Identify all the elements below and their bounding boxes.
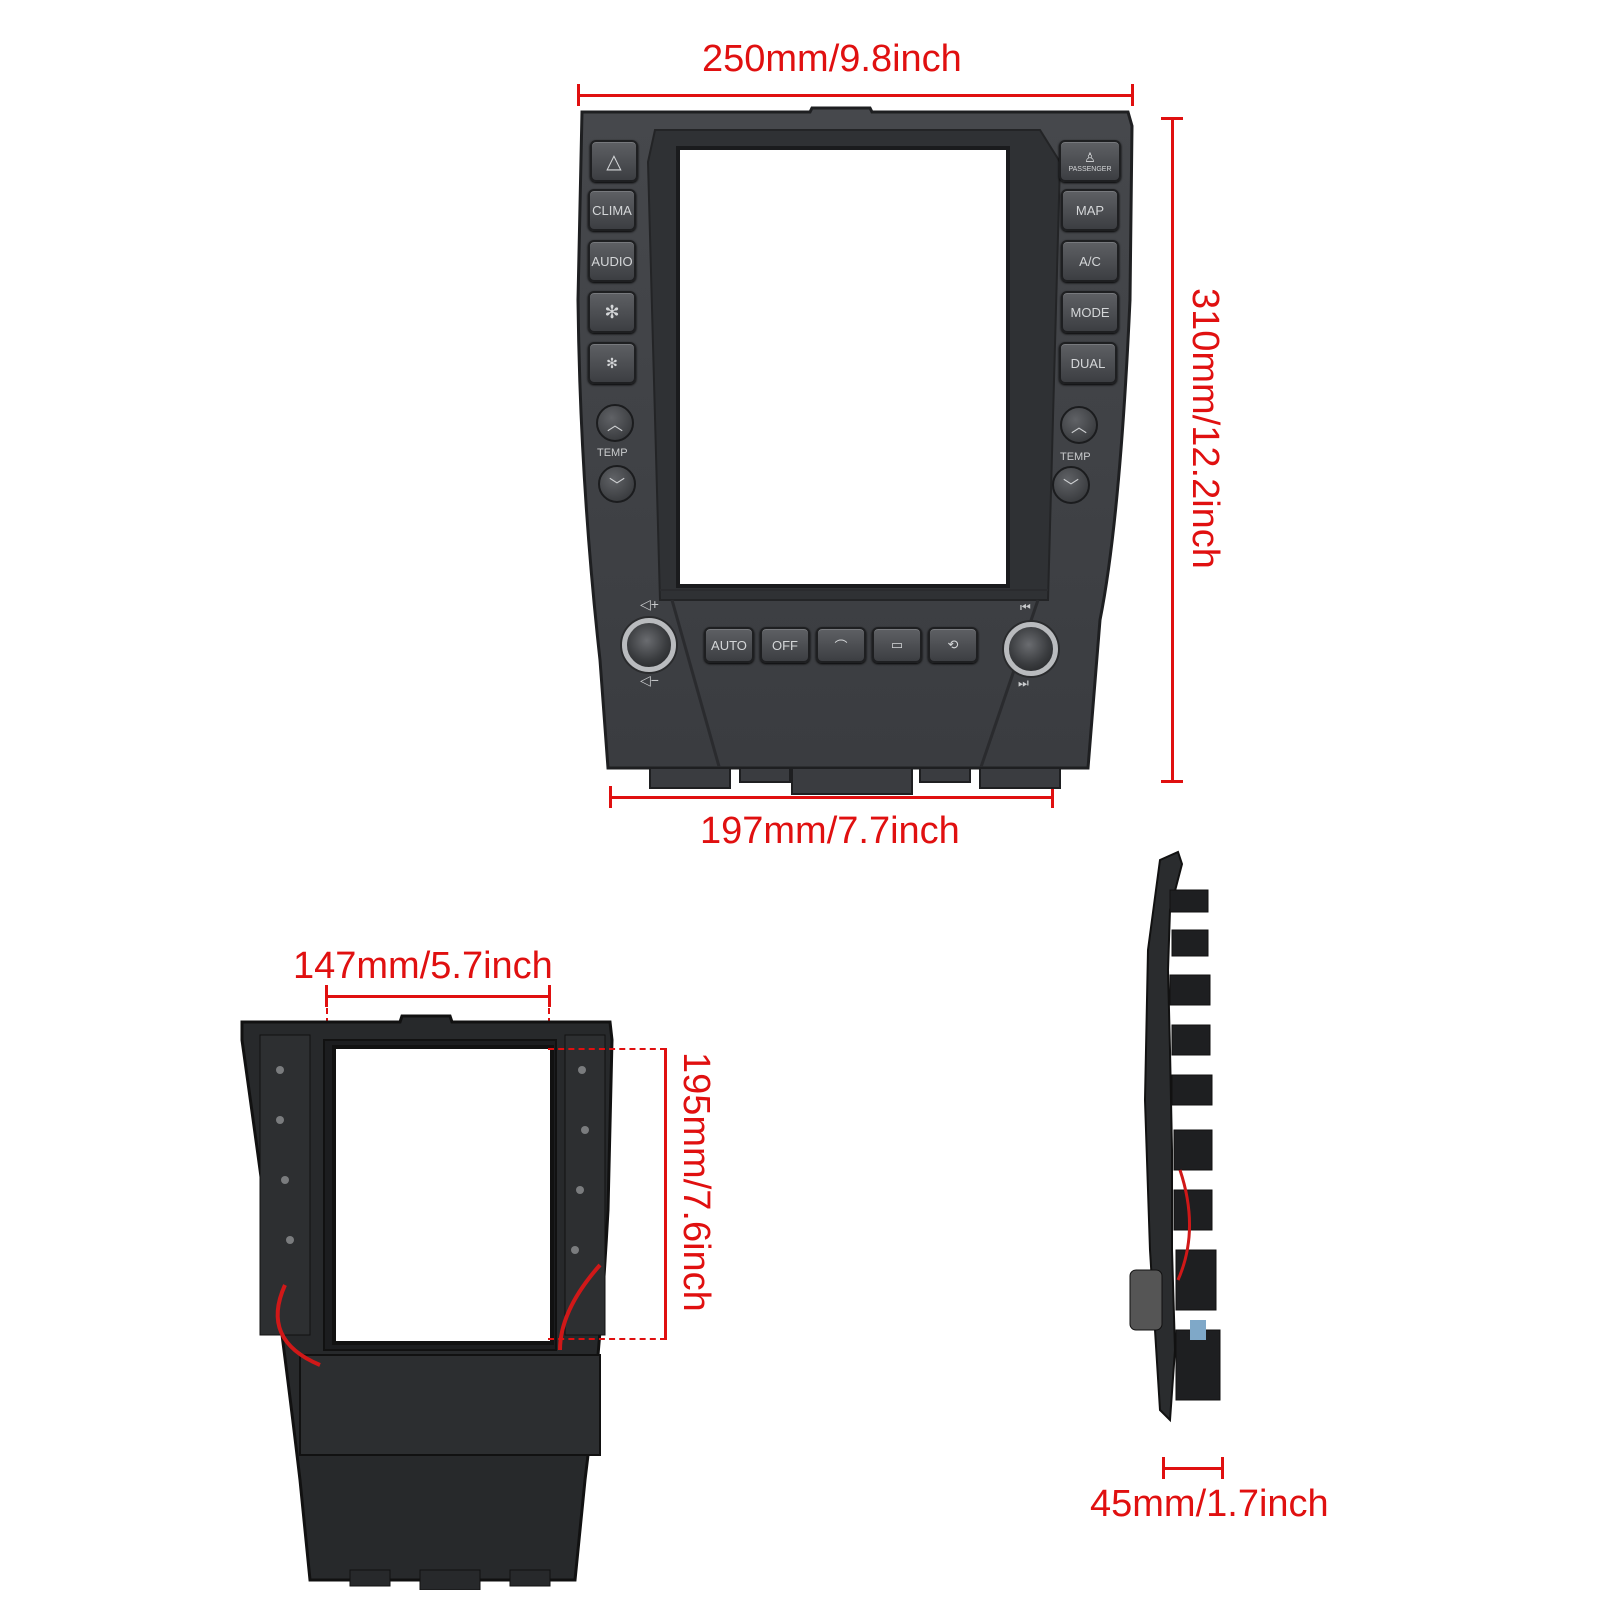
front-defrost-button[interactable]: ⌒	[816, 627, 866, 663]
skip-forward-icon: ⏭	[1018, 676, 1029, 690]
hazard-icon: △	[606, 150, 622, 173]
height-label: 310mm/12.2inch	[1184, 288, 1226, 569]
side-panel	[1129, 850, 1221, 1423]
fan-low-icon: ✻	[606, 354, 618, 371]
temp-down-right-button[interactable]: ﹀	[1052, 466, 1090, 504]
chevron-up-icon: ︿	[1070, 419, 1087, 436]
temp-down-left-button[interactable]: ﹀	[598, 465, 636, 503]
screen-height-label: 195mm/7.6inch	[675, 1052, 717, 1312]
screen-height-line	[664, 1048, 667, 1340]
fan-low-button[interactable]: ✻	[588, 342, 636, 384]
bottom-width-label: 197mm/7.7inch	[700, 810, 960, 852]
chevron-down-icon: ﹀	[1062, 479, 1079, 496]
volume-knob[interactable]	[622, 618, 676, 672]
top-width-line	[578, 94, 1134, 97]
off-button[interactable]: OFF	[760, 627, 810, 663]
map-button[interactable]: MAP	[1061, 189, 1119, 231]
chevron-down-icon: ﹀	[608, 478, 625, 495]
bottom-width-line	[610, 796, 1053, 799]
side-view: 45mm/1.7inch	[1050, 840, 1600, 1600]
screen-opening	[676, 146, 1010, 588]
depth-label: 45mm/1.7inch	[1090, 1483, 1329, 1525]
chevron-up-icon: ︿	[606, 417, 623, 434]
screen-width-line	[326, 995, 550, 998]
skip-back-icon: ⏮	[1020, 600, 1031, 614]
volume-up-icon: ◁+	[640, 596, 659, 612]
height-line	[1171, 118, 1174, 782]
screen-width-label: 147mm/5.7inch	[293, 945, 553, 987]
temp-up-right-button[interactable]: ︿	[1060, 406, 1098, 444]
tune-knob[interactable]	[1004, 622, 1058, 676]
temp-up-left-button[interactable]: ︿	[596, 404, 634, 442]
mode-button[interactable]: MODE	[1061, 291, 1119, 333]
temp-label-right: TEMP	[1060, 451, 1091, 463]
front-view: 250mm/9.8inch 310mm/12.2inch 197mm/7.7in…	[576, 38, 1226, 852]
passenger-button[interactable]: ♙ PASSENGER	[1059, 140, 1121, 182]
front-defrost-icon: ⌒	[834, 638, 848, 654]
volume-down-icon: ◁−	[640, 672, 659, 688]
back-screen-opening	[332, 1045, 554, 1345]
back-view: 147mm/5.7inch 195mm/7.6inch	[0, 850, 800, 1600]
hazard-button[interactable]: △	[590, 140, 638, 182]
ac-button[interactable]: A/C	[1061, 240, 1119, 282]
passenger-label: PASSENGER	[1068, 165, 1112, 173]
clima-button[interactable]: CLIMA	[588, 189, 636, 231]
auto-button[interactable]: AUTO	[704, 627, 754, 663]
recirculation-icon: ⟲	[947, 637, 959, 652]
fan-high-icon: ✻	[604, 301, 620, 322]
rear-defrost-icon: ▭	[890, 637, 904, 652]
rear-defrost-button[interactable]: ▭	[872, 627, 922, 663]
top-width-label: 250mm/9.8inch	[702, 38, 962, 80]
seatbelt-icon: ♙	[1084, 149, 1096, 165]
depth-line	[1163, 1467, 1223, 1470]
dual-button[interactable]: DUAL	[1059, 342, 1117, 384]
audio-button[interactable]: AUDIO	[588, 240, 636, 282]
recirculation-button[interactable]: ⟲	[928, 627, 978, 663]
temp-label-left: TEMP	[597, 447, 628, 459]
fan-high-button[interactable]: ✻	[588, 291, 636, 333]
